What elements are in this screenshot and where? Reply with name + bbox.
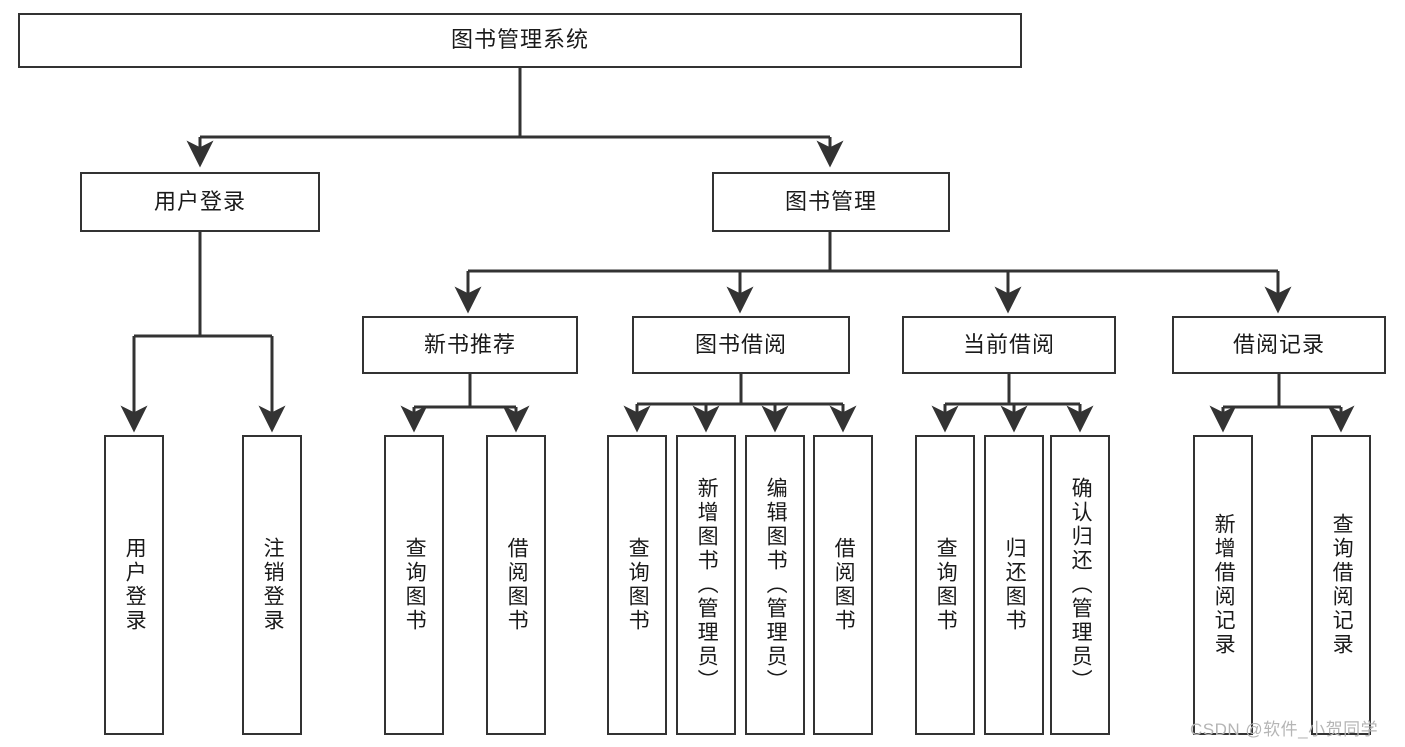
node-label: 图书管理 [784,188,877,214]
node-label: 用户登录 [153,188,246,214]
node-label: 归还图书 [1003,537,1027,633]
leaf-new-book-query[interactable]: 查询图书 [384,435,444,735]
leaf-current-return-book[interactable]: 归还图书 [984,435,1044,735]
leaf-borrow-query-book[interactable]: 查询图书 [607,435,667,735]
node-label: 编辑图书（管理员） [764,477,788,693]
node-label: 查询借阅记录 [1330,513,1354,657]
node-label: 当前借阅 [962,331,1055,357]
node-label: 借阅图书 [505,537,529,633]
leaf-user-login-login[interactable]: 用户登录 [104,435,164,735]
leaf-borrow-borrow-book[interactable]: 借阅图书 [813,435,873,735]
leaf-new-book-borrow[interactable]: 借阅图书 [486,435,546,735]
node-root-system[interactable]: 图书管理系统 [18,13,1022,68]
node-label: 注销登录 [261,537,285,633]
node-label: 图书管理系统 [450,27,589,53]
leaf-current-confirm-return-admin[interactable]: 确认归还（管理员） [1050,435,1110,735]
node-current-borrow[interactable]: 当前借阅 [902,316,1116,374]
node-label: 确认归还（管理员） [1069,477,1093,693]
node-borrow-record[interactable]: 借阅记录 [1172,316,1386,374]
leaf-borrow-add-book-admin[interactable]: 新增图书（管理员） [676,435,736,735]
node-label: 查询图书 [626,537,650,633]
leaf-borrow-edit-book-admin[interactable]: 编辑图书（管理员） [745,435,805,735]
leaf-user-login-logout[interactable]: 注销登录 [242,435,302,735]
node-label: 新增图书（管理员） [695,477,719,693]
node-user-login[interactable]: 用户登录 [80,172,320,232]
node-book-management[interactable]: 图书管理 [712,172,950,232]
node-label: 用户登录 [123,537,147,633]
node-label: 图书借阅 [694,331,787,357]
node-new-book-recommend[interactable]: 新书推荐 [362,316,578,374]
node-label: 查询图书 [403,537,427,633]
leaf-record-add-record[interactable]: 新增借阅记录 [1193,435,1253,735]
node-label: 新书推荐 [423,331,516,357]
node-label: 借阅图书 [832,537,856,633]
node-label: 新增借阅记录 [1212,513,1236,657]
leaf-record-query-record[interactable]: 查询借阅记录 [1311,435,1371,735]
node-book-borrow[interactable]: 图书借阅 [632,316,850,374]
leaf-current-query-book[interactable]: 查询图书 [915,435,975,735]
node-label: 查询图书 [934,537,958,633]
node-label: 借阅记录 [1232,331,1325,357]
